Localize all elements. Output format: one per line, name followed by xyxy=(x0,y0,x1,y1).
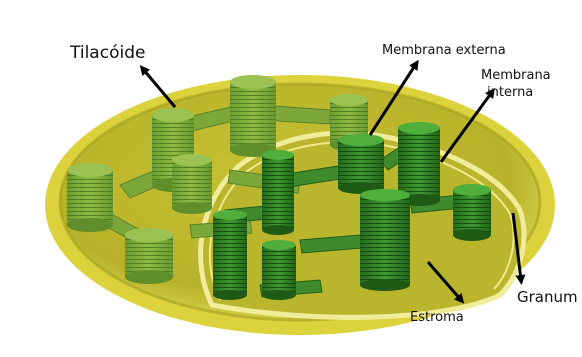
label-granum: Granum xyxy=(517,289,578,306)
granum-back-3 xyxy=(230,75,276,157)
granum-back-5 xyxy=(172,154,212,214)
granum-front-2 xyxy=(262,150,294,235)
label-tilacoide: Tilacóide xyxy=(70,44,145,63)
granum-back-4 xyxy=(125,228,173,284)
granum-front-6 xyxy=(360,189,410,291)
label-membrana-externa: Membrana externa xyxy=(382,44,506,58)
label-estroma: Estroma xyxy=(410,311,464,325)
granum-front-7 xyxy=(453,184,491,241)
granum-front-3 xyxy=(262,240,296,300)
granum-front-4 xyxy=(338,134,384,194)
granum-back-1 xyxy=(67,163,113,232)
granum-front-1 xyxy=(213,210,247,300)
label-membrana-interna-line2: interna xyxy=(487,86,533,100)
label-membrana-interna-line1: Membrana xyxy=(481,69,551,83)
